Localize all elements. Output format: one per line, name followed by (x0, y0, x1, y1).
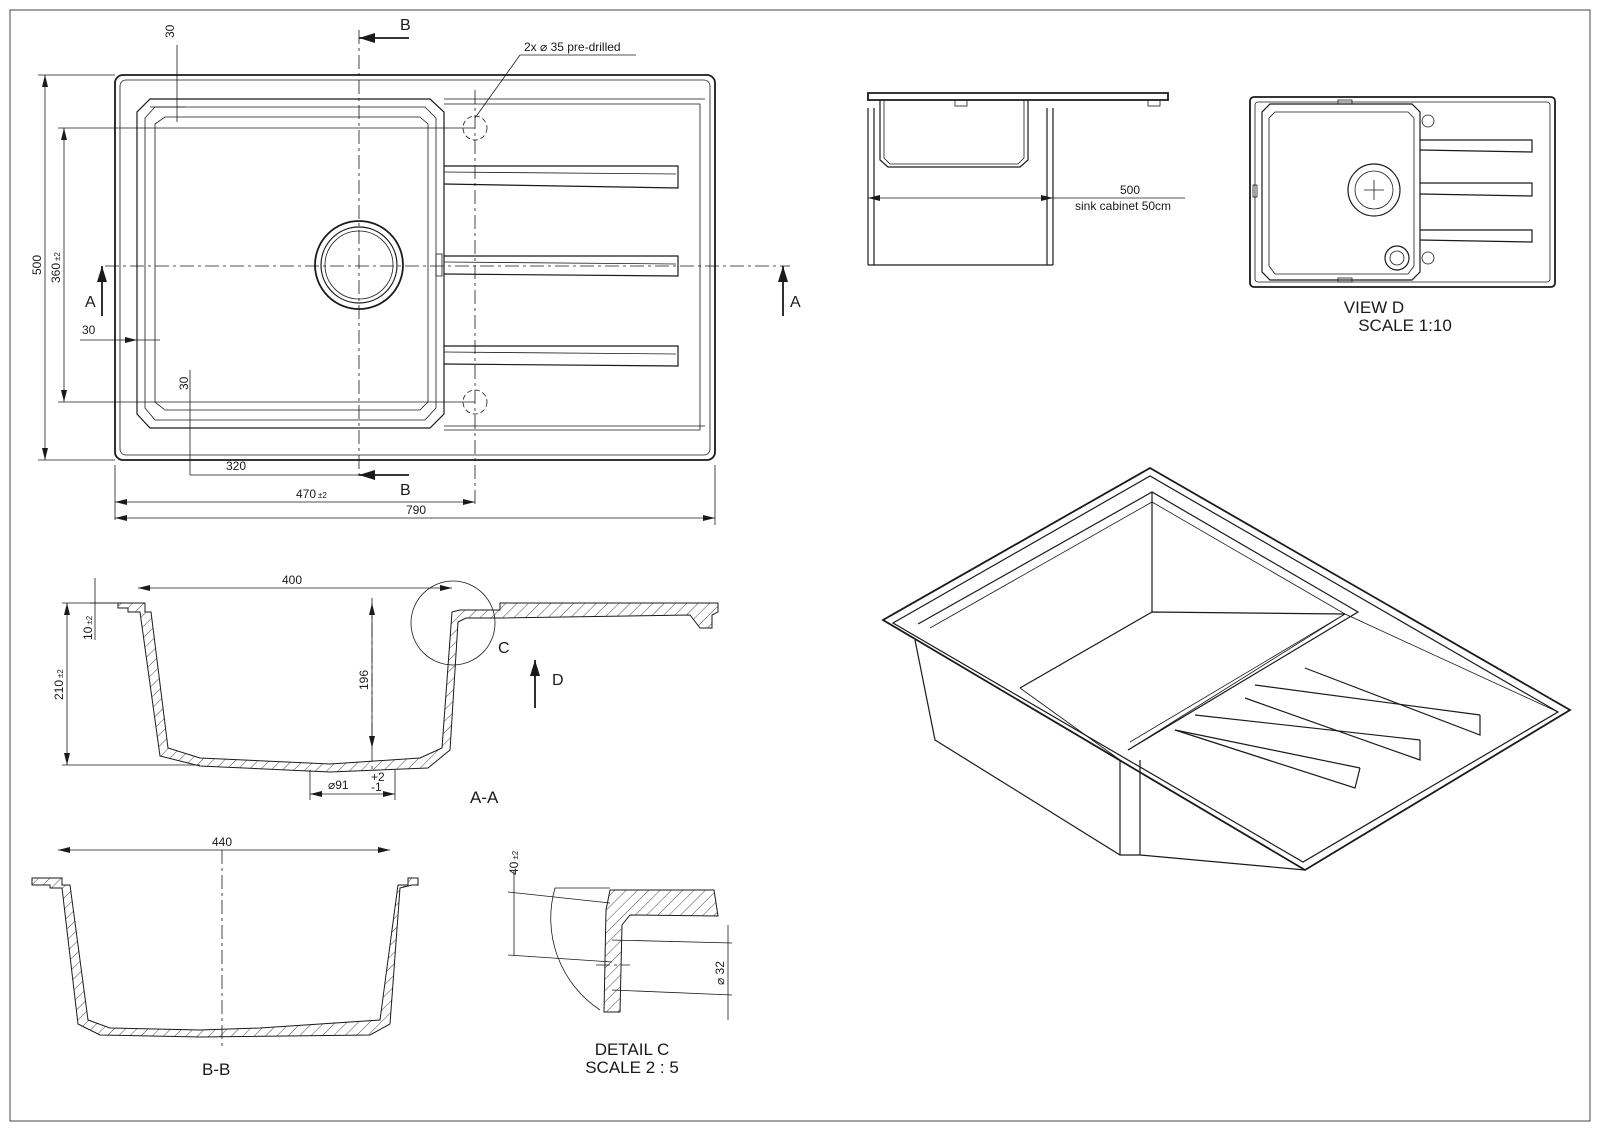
svg-text:⌀ 32: ⌀ 32 (713, 961, 727, 985)
drainer-rib-3 (443, 345, 679, 367)
svg-text:A-A: A-A (470, 788, 499, 807)
drainer-rib-2 (443, 255, 679, 277)
svg-text:VIEW D: VIEW D (1344, 298, 1404, 317)
svg-text:D: D (552, 672, 564, 689)
svg-text:30: 30 (177, 376, 191, 390)
svg-text:400: 400 (282, 573, 302, 587)
svg-text:30: 30 (82, 323, 96, 337)
section-bb: 440 B-B (31, 835, 419, 1079)
svg-text:360±2: 360±2 (49, 252, 63, 283)
cabinet-side-view: 500 sink cabinet 50cm (867, 92, 1185, 266)
svg-text:sink cabinet 50cm: sink cabinet 50cm (1075, 199, 1171, 213)
svg-text:A: A (790, 294, 801, 311)
section-aa: C D 400 10±2 210±2 196 ⌀91 +2 -1 A (52, 573, 719, 807)
svg-text:-1: -1 (371, 780, 382, 794)
svg-text:C: C (498, 640, 510, 657)
svg-text:A: A (85, 294, 96, 311)
svg-text:SCALE 1:10: SCALE 1:10 (1358, 316, 1452, 335)
detail-c: 40±2 ⌀ 32 DETAIL C SCALE 2 : 5 (507, 850, 733, 1077)
svg-text:10±2: 10±2 (81, 615, 95, 640)
plan-view: B B A A 2x ⌀ 35 pre-drilled 30 50 (30, 17, 801, 525)
svg-text:40±2: 40±2 (507, 850, 521, 875)
svg-text:790: 790 (406, 503, 426, 517)
section-marker-b-bottom: B (359, 470, 411, 499)
svg-text:30: 30 (163, 24, 177, 38)
svg-text:+2: +2 (371, 770, 385, 784)
svg-text:⌀91: ⌀91 (328, 778, 349, 792)
section-marker-a-left: A (85, 266, 107, 316)
svg-text:210±2: 210±2 (52, 669, 66, 700)
svg-text:B-B: B-B (202, 1060, 230, 1079)
isometric-view (881, 466, 1572, 872)
svg-text:196: 196 (357, 670, 371, 690)
view-d: VIEW D SCALE 1:10 (1249, 96, 1556, 335)
svg-text:320: 320 (226, 459, 246, 473)
svg-text:440: 440 (212, 835, 232, 849)
sheet-border (9, 9, 1591, 1122)
svg-text:B: B (400, 17, 411, 34)
svg-text:470±2: 470±2 (296, 487, 327, 501)
svg-text:DETAIL C: DETAIL C (595, 1040, 670, 1059)
sink-outline (114, 74, 716, 461)
drainer-rib-1 (443, 165, 679, 189)
svg-text:B: B (400, 482, 411, 499)
bowl-outline (136, 98, 445, 429)
pre-drilled-note: 2x ⌀ 35 pre-drilled (524, 40, 621, 54)
svg-text:500: 500 (30, 255, 44, 275)
section-marker-a-right: A (778, 266, 801, 316)
svg-text:SCALE 2 : 5: SCALE 2 : 5 (585, 1058, 679, 1077)
svg-text:500: 500 (1120, 183, 1140, 197)
section-marker-b-top: B (359, 17, 411, 43)
